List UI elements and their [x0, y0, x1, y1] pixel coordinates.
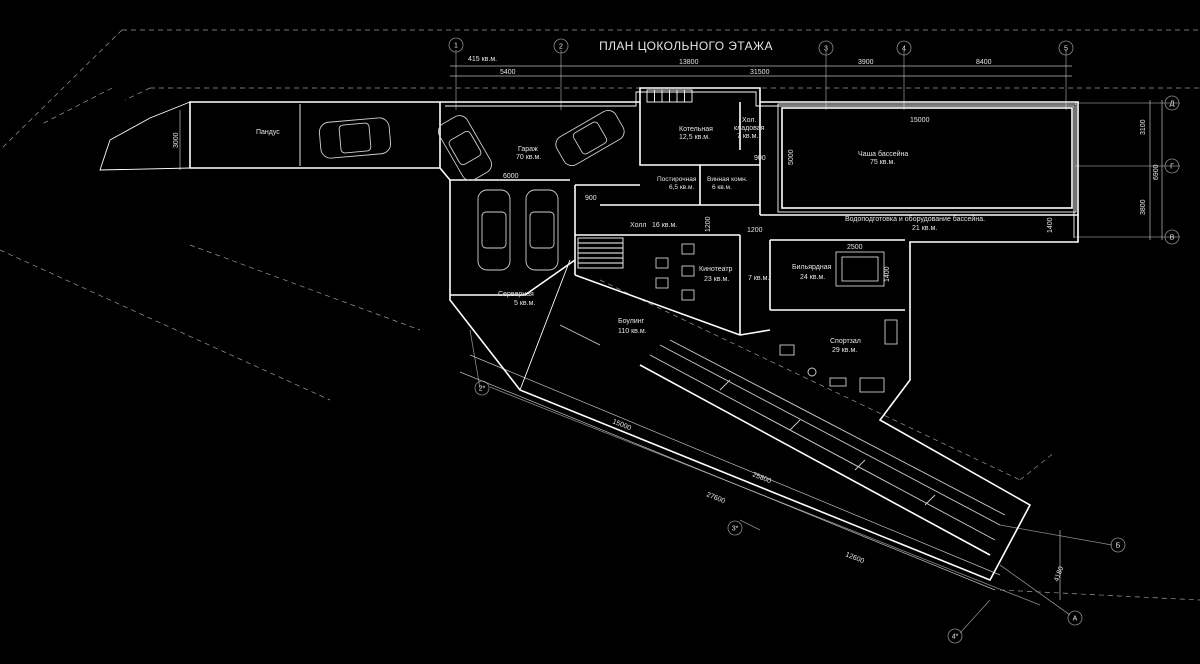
cinema-seats	[655, 243, 695, 301]
room-labels: Пандус Гараж 70 кв.м. Котельная 12,5 кв.…	[256, 117, 985, 354]
dim-8400: 8400	[976, 59, 992, 66]
axis-bubble-top-0	[448, 37, 464, 53]
axis-bubble-right-2	[1164, 229, 1180, 245]
dim-pool-width: 5000	[788, 149, 795, 165]
room-storage-area: 7 кв.м.	[737, 133, 758, 140]
dim-13800: 13800	[679, 59, 699, 66]
axis-label-diag_right-0: Б	[1116, 543, 1121, 550]
axis-label-top-3: 4	[902, 46, 906, 53]
axis-label-diag_right-1: А	[1073, 616, 1078, 623]
axis-bubble-diag_right-1	[1067, 610, 1083, 626]
room-cinema-area: 23 кв.м.	[704, 276, 729, 283]
axis-label-diag_left-2: 4*	[952, 634, 959, 641]
dim-3100: 3100	[1140, 119, 1147, 135]
room-laundry-area: 6,5 кв.м.	[669, 184, 694, 191]
dimension-lines	[179, 65, 1163, 600]
axis-bubble-top-4	[1058, 40, 1074, 56]
dim-bowl-15000: 15000	[611, 418, 632, 432]
dim-bowl-4180: 4180	[1053, 566, 1065, 583]
dim-6000: 6000	[503, 173, 519, 180]
dim-3900: 3900	[858, 59, 874, 66]
room-ramp: Пандус	[256, 129, 280, 136]
room-gym-name: Спортзал	[830, 338, 861, 345]
dim-billiard-h: 1400	[884, 266, 891, 282]
room-pool-equipment-area: 21 кв.м.	[912, 225, 937, 232]
axis-label-right-1: Г	[1170, 164, 1174, 171]
cars	[318, 109, 625, 271]
dim-1400: 1400	[1047, 217, 1054, 233]
axis-grid	[455, 50, 1180, 634]
room-server-area: 5 кв.м.	[514, 300, 535, 307]
billiard-table	[835, 251, 885, 287]
axis-label-diag_left-0: 2*	[479, 386, 486, 393]
dim-900a: 900	[754, 155, 766, 162]
axis-bubble-diag_left-2	[947, 628, 963, 644]
plan-title: ПЛАН ЦОКОЛЬНОГО ЭТАЖА	[599, 39, 773, 53]
room-pool-name: Чаша бассейна	[858, 150, 908, 158]
dim-ramp: 3000	[173, 132, 180, 148]
dim-5400: 5400	[500, 69, 516, 76]
room-billiard-name: Бильярдная	[792, 264, 832, 271]
room-cinema-name: Кинотеатр	[699, 266, 733, 273]
room-storage-name2: кладовая	[734, 125, 765, 132]
gym-equipment	[779, 319, 898, 393]
right-dimensions: 3100 6900 3800	[1140, 119, 1160, 215]
room-garage-area: 70 кв.м.	[516, 154, 541, 161]
room-storage-name1: Хол.	[742, 117, 756, 124]
axis-bubble-top-3	[896, 40, 912, 56]
misc-dimensions: 15000 5000 3000 6000 900 900 1200 1200 1…	[173, 117, 1065, 583]
room-wine-name: Винная комн.	[707, 176, 748, 183]
dim-1200a: 1200	[705, 216, 712, 232]
axis-bubble-right-0	[1164, 95, 1180, 111]
room-boiler-name: Котельная	[679, 126, 713, 133]
room-gym-area: 29 кв.м.	[832, 347, 857, 354]
axis-bubble-diag_right-0	[1110, 537, 1126, 553]
axis-label-top-1: 2	[559, 44, 563, 51]
room-wine-area: 6 кв.м.	[712, 184, 732, 191]
room-pool-area: 75 кв.м.	[870, 159, 895, 166]
dim-3800: 3800	[1140, 199, 1147, 215]
dim-6900: 6900	[1153, 164, 1160, 180]
axis-label-top-2: 3	[824, 46, 828, 53]
pool	[777, 103, 1077, 213]
room-hall-area: 16 кв.м.	[652, 222, 677, 229]
room-pool-equipment-name: Водоподготовка и оборудование бассейна.	[845, 215, 985, 223]
dim-bowl-27600: 27600	[705, 491, 726, 505]
axis-bubble-diag_left-1	[727, 520, 743, 536]
ramp	[99, 101, 441, 171]
axis-bubbles: 1 2 3 4 5Д Г В 2* 3* 4* Б А	[448, 37, 1180, 644]
dim-pool-length: 15000	[910, 117, 930, 124]
axis-label-top-0: 1	[454, 43, 458, 50]
axis-bubble-right-1	[1164, 158, 1180, 174]
room-boiler-area: 12,5 кв.м.	[679, 134, 710, 141]
dim-bowl-12600: 12600	[844, 551, 865, 565]
dim-bowl-25800: 25800	[751, 471, 772, 485]
room-server-name: Серверная	[498, 291, 534, 298]
room-bowling-name: Боулинг	[618, 318, 645, 325]
dim-1200b: 1200	[747, 227, 763, 234]
axis-bubble-top-1	[553, 38, 569, 54]
interior-walls	[450, 102, 1078, 336]
room-bowling-area: 110 кв.м.	[618, 328, 647, 335]
building-outline	[439, 87, 1079, 582]
room-small-area: 7 кв.м.	[748, 275, 769, 282]
dim-billiard-w: 2500	[847, 244, 863, 251]
top-dimensions: 5400 13800 31500 3900 8400	[500, 59, 992, 76]
room-hall-name: Холл	[630, 222, 647, 229]
dim-900b: 900	[585, 195, 597, 202]
axis-label-diag_left-1: 3*	[732, 526, 739, 533]
room-garage-name: Гараж	[518, 146, 538, 153]
room-billiard-area: 24 кв.м.	[800, 274, 825, 281]
axis-bubble-top-2	[818, 40, 834, 56]
dim-31500: 31500	[750, 69, 770, 76]
total-area: 415 кв.м.	[468, 56, 497, 63]
axis-label-top-4: 5	[1064, 46, 1068, 53]
room-laundry-name: Постирочная	[657, 176, 697, 183]
stairs	[577, 89, 693, 269]
axis-label-right-2: В	[1170, 235, 1175, 242]
axis-label-right-0: Д	[1170, 101, 1175, 108]
bowling-lanes	[559, 324, 1006, 556]
